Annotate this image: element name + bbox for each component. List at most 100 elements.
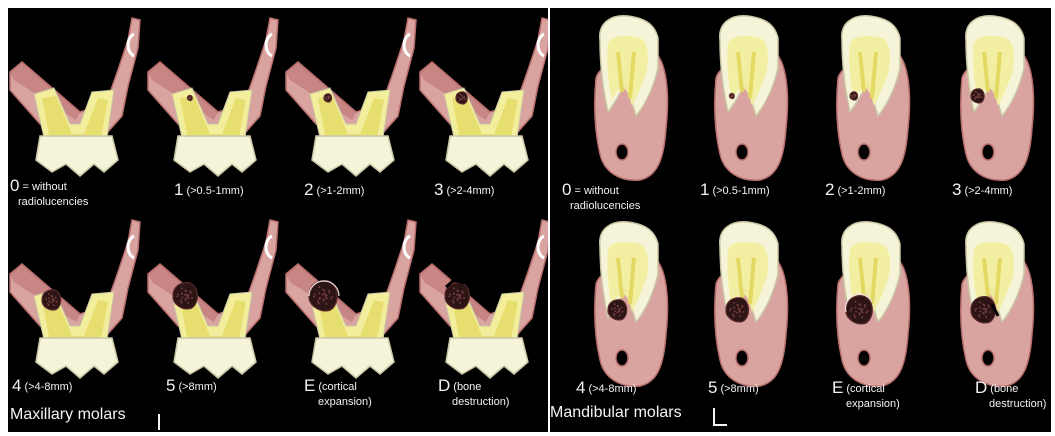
mandibular-title: Mandibular molars: [550, 404, 682, 422]
lesion-speckle: [48, 293, 50, 295]
lesion-speckle: [739, 311, 741, 313]
lesion-speckle: [48, 297, 50, 299]
lesion-speckle: [55, 297, 57, 299]
maxillary-score-label: 0= withoutradiolucencies: [10, 178, 88, 210]
molar-drawing: [570, 8, 680, 180]
lesion-speckle: [862, 311, 864, 313]
lesion-speckle: [988, 305, 990, 307]
lesion-speckle: [453, 287, 455, 289]
lesion-speckle: [850, 310, 852, 312]
molar-drawing: [420, 214, 548, 380]
lesion-speckle: [733, 307, 735, 309]
lesion-speckle: [176, 296, 178, 298]
lesion-speckle: [328, 292, 330, 294]
lesion-speckle: [185, 299, 187, 301]
lesion-speckle: [853, 314, 855, 316]
lesion-speckle: [453, 293, 455, 295]
tooth-crown: [312, 338, 394, 378]
lesion-speckle: [622, 311, 624, 313]
lesion-speckle: [855, 301, 857, 303]
lesion-speckle: [864, 304, 866, 306]
score-number: 1: [174, 180, 183, 199]
molar-drawing: [690, 8, 800, 180]
score-number: D: [975, 378, 987, 397]
molar-drawing: [286, 214, 418, 380]
mandibular-canal: [982, 350, 994, 366]
maxillary-illustration-score-3: [420, 12, 548, 178]
mandibular-scale-bar-horizontal: [713, 424, 727, 426]
lesion-speckle: [187, 302, 189, 304]
lesion-speckle: [313, 296, 315, 298]
lesion-speckle: [181, 287, 183, 289]
lesion-speckle: [743, 311, 745, 313]
mandibular-illustration-score-5: [690, 214, 800, 386]
mandibular-canal: [736, 350, 748, 366]
tooth-crown: [36, 136, 118, 176]
tooth-crown: [36, 338, 118, 378]
lesion-speckle: [56, 301, 58, 303]
maxillary-title: Maxillary molars: [10, 406, 126, 424]
lesion-speckle: [730, 308, 732, 310]
lesion-speckle: [319, 298, 321, 300]
lesion-speckle: [325, 99, 327, 101]
lesion-speckle: [184, 290, 186, 292]
lesion-speckle: [325, 97, 327, 99]
lesion-speckle: [739, 309, 741, 311]
lesion-speckle: [861, 316, 863, 318]
lesion-speckle: [614, 310, 616, 312]
lesion-speckle: [181, 297, 183, 299]
lesion-speckle: [187, 295, 189, 297]
lesion-speckle: [985, 316, 987, 318]
score-description: (>4-8mm): [24, 381, 72, 393]
score-number: 3: [952, 180, 961, 199]
score-number: 4: [576, 378, 585, 397]
tooth-crown: [174, 136, 256, 176]
lesion-speckle: [980, 93, 982, 95]
lesion-speckle: [318, 292, 320, 294]
lesion-speckle: [460, 297, 462, 299]
lesion-speckle: [180, 300, 182, 302]
maxillary-illustration-score-E: [286, 214, 418, 380]
lesion-speckle: [986, 311, 988, 313]
lesion-speckle: [317, 301, 319, 303]
lesion-speckle: [190, 292, 192, 294]
lesion-speckle: [614, 307, 616, 309]
periapical-lesion: [971, 297, 995, 323]
mandibular-score-label: 3(>2-4mm): [952, 182, 1012, 199]
lesion-speckle: [329, 96, 331, 98]
mandibular-illustration-score-0: [570, 8, 680, 180]
lesion-speckle: [177, 294, 179, 296]
molar-drawing: [936, 214, 1046, 386]
mandibular-score-label: 5(>8mm): [708, 380, 759, 397]
lesion-speckle: [48, 300, 50, 302]
molar-drawing: [812, 8, 922, 180]
lesion-speckle: [982, 304, 984, 306]
maxillary-score-label: E(corticalexpansion): [304, 378, 372, 410]
score-description: (>0.5-1mm): [712, 185, 769, 197]
lesion-speckle: [611, 308, 613, 310]
lesion-speckle: [614, 303, 616, 305]
maxillary-illustration-score-2: [286, 12, 418, 178]
lesion-speckle: [328, 98, 330, 100]
lesion-speckle: [50, 301, 52, 303]
lesion-speckle: [322, 289, 324, 291]
lesion-speckle: [982, 308, 984, 310]
mandibular-score-label: 2(>1-2mm): [825, 182, 885, 199]
lesion-speckle: [988, 306, 990, 308]
lesion-speckle: [456, 294, 458, 296]
lesion-speckle: [619, 309, 621, 311]
lesion-speckle: [616, 311, 618, 313]
lesion-speckle: [188, 297, 190, 299]
lesion-speckle: [456, 290, 458, 292]
lesion-speckle: [864, 306, 866, 308]
lesion-speckle: [851, 308, 853, 310]
maxillary-illustration-score-4: [10, 214, 142, 380]
lesion-speckle: [979, 307, 981, 309]
lesion-speckle: [731, 95, 733, 97]
lesion-speckle: [989, 311, 991, 313]
lesion-speckle: [862, 309, 864, 311]
molar-drawing: [148, 12, 280, 178]
lesion-speckle: [452, 300, 454, 302]
periapical-lesion: [846, 296, 872, 324]
lesion-speckle: [326, 294, 328, 296]
